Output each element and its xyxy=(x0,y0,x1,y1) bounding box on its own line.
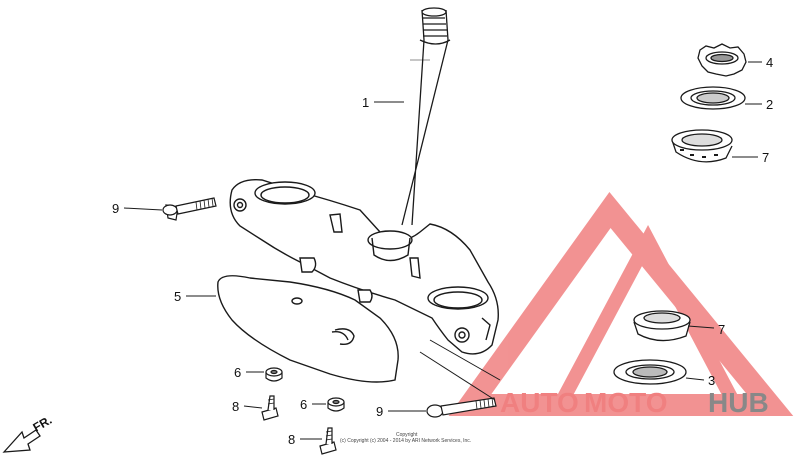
dust-seal xyxy=(680,86,746,110)
callout-8-lower: 8 xyxy=(288,432,295,447)
callout-8-upper: 8 xyxy=(232,399,239,414)
screw-upper xyxy=(261,395,279,421)
lower-bearing xyxy=(633,310,691,342)
grommet-left xyxy=(265,367,283,382)
steering-bridge xyxy=(229,179,499,355)
callout-6-right: 6 xyxy=(300,397,307,412)
pinch-bolt-upper xyxy=(162,197,217,221)
front-arrow-icon xyxy=(2,429,41,453)
pinch-bolt-lower xyxy=(426,397,497,418)
watermark-logo xyxy=(448,191,794,416)
watermark-hub: HUB xyxy=(708,387,769,418)
callout-3: 3 xyxy=(708,373,715,388)
callout-9-upper: 9 xyxy=(112,201,119,216)
stem-guide-plate xyxy=(217,275,399,383)
callout-9-lower: 9 xyxy=(376,404,383,419)
callout-6-left: 6 xyxy=(234,365,241,380)
callout-1: 1 xyxy=(362,95,369,110)
callout-2: 2 xyxy=(766,97,773,112)
copyright-line-1: Copyright xyxy=(396,432,418,438)
copyright-notice: Copyright (c) Copyright (c) 2004 - 2014 … xyxy=(340,432,471,444)
upper-bearing xyxy=(671,129,733,163)
screw-lower xyxy=(319,427,337,455)
callout-7-upper: 7 xyxy=(762,150,769,165)
grommet-right xyxy=(327,397,345,412)
callout-5: 5 xyxy=(174,289,181,304)
callout-labels: 1 4 2 7 7 3 5 6 6 8 8 9 9 xyxy=(112,55,773,447)
lock-nut xyxy=(697,43,747,77)
front-direction-indicator: FR. xyxy=(2,413,54,453)
lower-dust-seal xyxy=(613,359,687,385)
watermark-auto: AUTO xyxy=(500,387,579,418)
callout-7-lower: 7 xyxy=(718,322,725,337)
copyright-line-2: (c) Copyright (c) 2004 - 2014 by ARI Net… xyxy=(340,438,471,444)
callout-4: 4 xyxy=(766,55,773,70)
steering-stem xyxy=(401,7,451,226)
watermark-moto: MOTO xyxy=(584,387,667,418)
leader-lines xyxy=(123,61,762,440)
watermark-text: AUTO MOTO HUB xyxy=(500,387,769,418)
